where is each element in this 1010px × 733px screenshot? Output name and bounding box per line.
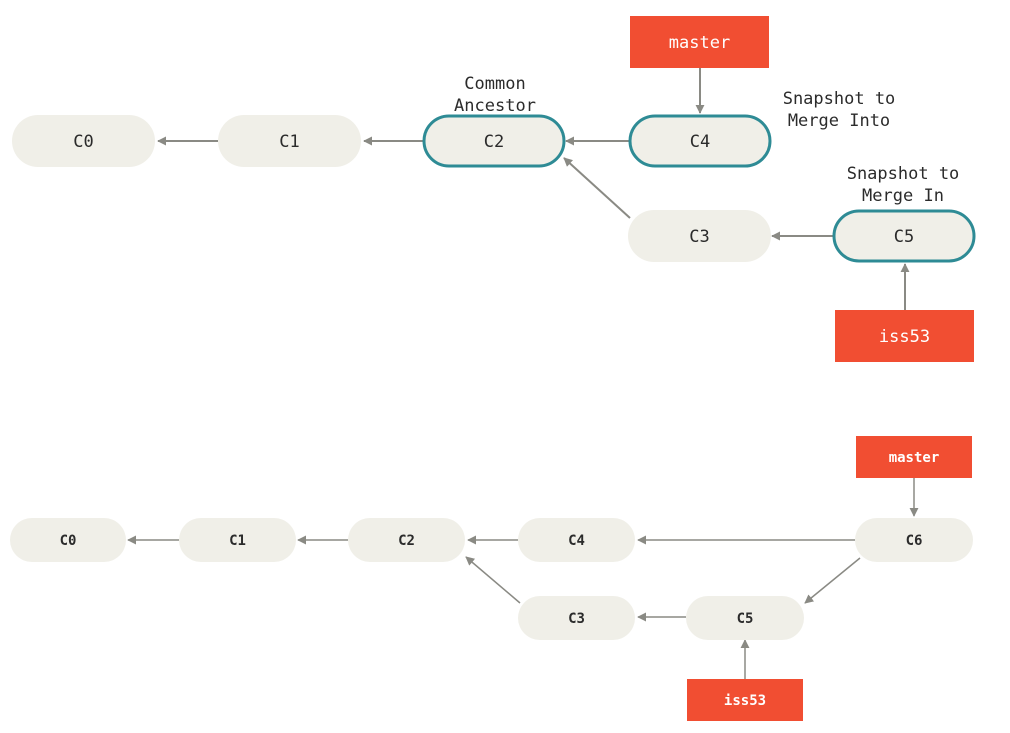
top-arrows — [157, 68, 910, 310]
commit-label: C0 — [73, 132, 93, 152]
commit-c3: C3 — [518, 596, 635, 640]
annotation-line: Merge Into — [788, 111, 890, 131]
annotation-line: Merge In — [862, 186, 944, 206]
annotation-merge-in: Snapshot to Merge In — [847, 164, 960, 206]
commit-c2: C2 — [348, 518, 465, 562]
branch-iss53: iss53 — [687, 679, 803, 721]
annotation-line: Common — [464, 74, 525, 94]
branch-label: master — [669, 33, 730, 53]
commit-c3: C3 — [628, 210, 771, 262]
commit-c5: C5 — [686, 596, 804, 640]
commit-label: C4 — [568, 533, 585, 549]
bottom-diagram: C0 C1 C2 C4 C6 C3 C5 master — [10, 436, 973, 721]
branch-label: iss53 — [724, 693, 766, 709]
branch-label: iss53 — [879, 327, 930, 347]
commit-c4: C4 — [518, 518, 635, 562]
commit-c1: C1 — [179, 518, 296, 562]
commit-c5-merge-in: C5 — [832, 209, 976, 263]
commit-c1: C1 — [218, 115, 361, 167]
arrow-c3-to-c2 — [563, 157, 631, 219]
commit-label: C4 — [690, 132, 710, 152]
branch-label: master — [889, 450, 940, 466]
commit-label: C2 — [484, 132, 504, 152]
commit-c0: C0 — [12, 115, 155, 167]
arrow-c3-to-c2 — [465, 556, 521, 604]
commit-label: C5 — [894, 227, 914, 247]
annotation-common-ancestor: Common Ancestor — [454, 74, 536, 116]
commit-label: C6 — [906, 533, 923, 549]
commit-c0: C0 — [10, 518, 126, 562]
commit-label: C5 — [737, 611, 754, 627]
commit-c4-merge-into: C4 — [628, 114, 772, 168]
top-diagram: C0 C1 C2 C4 C3 C5 master iss53 — [12, 16, 976, 362]
branch-iss53: iss53 — [835, 310, 974, 362]
commit-label: C2 — [398, 533, 415, 549]
commit-label: C3 — [689, 227, 709, 247]
commit-c6-merge-commit: C6 — [855, 518, 973, 562]
annotation-line: Snapshot to — [783, 89, 896, 109]
annotation-line: Snapshot to — [847, 164, 960, 184]
commit-label: C1 — [279, 132, 299, 152]
annotation-merge-into: Snapshot to Merge Into — [783, 89, 896, 131]
annotation-line: Ancestor — [454, 96, 536, 116]
commit-c2-common-ancestor: C2 — [422, 114, 566, 168]
commit-label: C1 — [229, 533, 246, 549]
branch-master: master — [630, 16, 769, 68]
commit-label: C3 — [568, 611, 585, 627]
commit-label: C0 — [60, 533, 77, 549]
bottom-arrows — [127, 478, 919, 679]
arrow-c6-to-c5 — [804, 557, 861, 604]
branch-master: master — [856, 436, 972, 478]
